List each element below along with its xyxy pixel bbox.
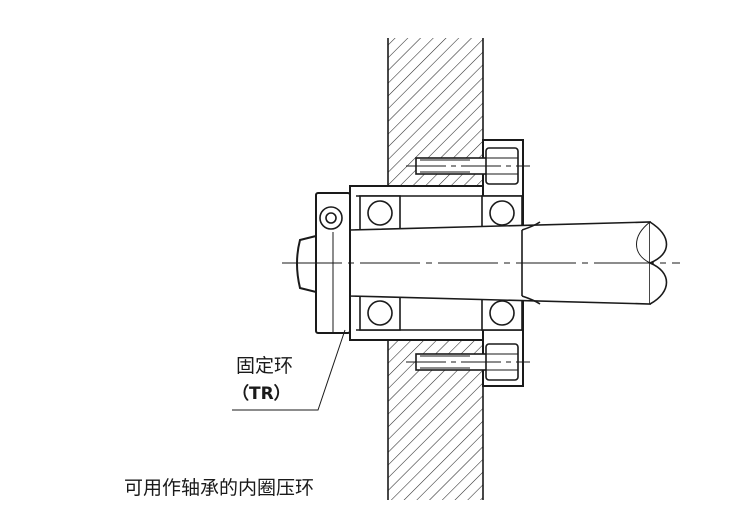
shaft [349,221,668,305]
part-code-label: （TR） [232,383,291,404]
ring-screw-socket [325,212,337,224]
bearing-ball-top-right [489,200,515,226]
shaft-end-cap [296,234,317,294]
bearing-ball-bottom-right [489,300,515,326]
center-lines [282,165,680,363]
part-name-label: 固定环 [236,355,293,377]
bearings [359,195,523,331]
bearing-ball-top-left [367,200,393,226]
leader-line [232,329,346,411]
shaft-chamfer [521,221,541,305]
caption-label: 可用作轴承的内圈压环 [124,477,314,499]
shaft-break-inner [636,221,651,264]
bearing-ball-bottom-left [367,300,393,326]
bolt-top [415,147,519,185]
